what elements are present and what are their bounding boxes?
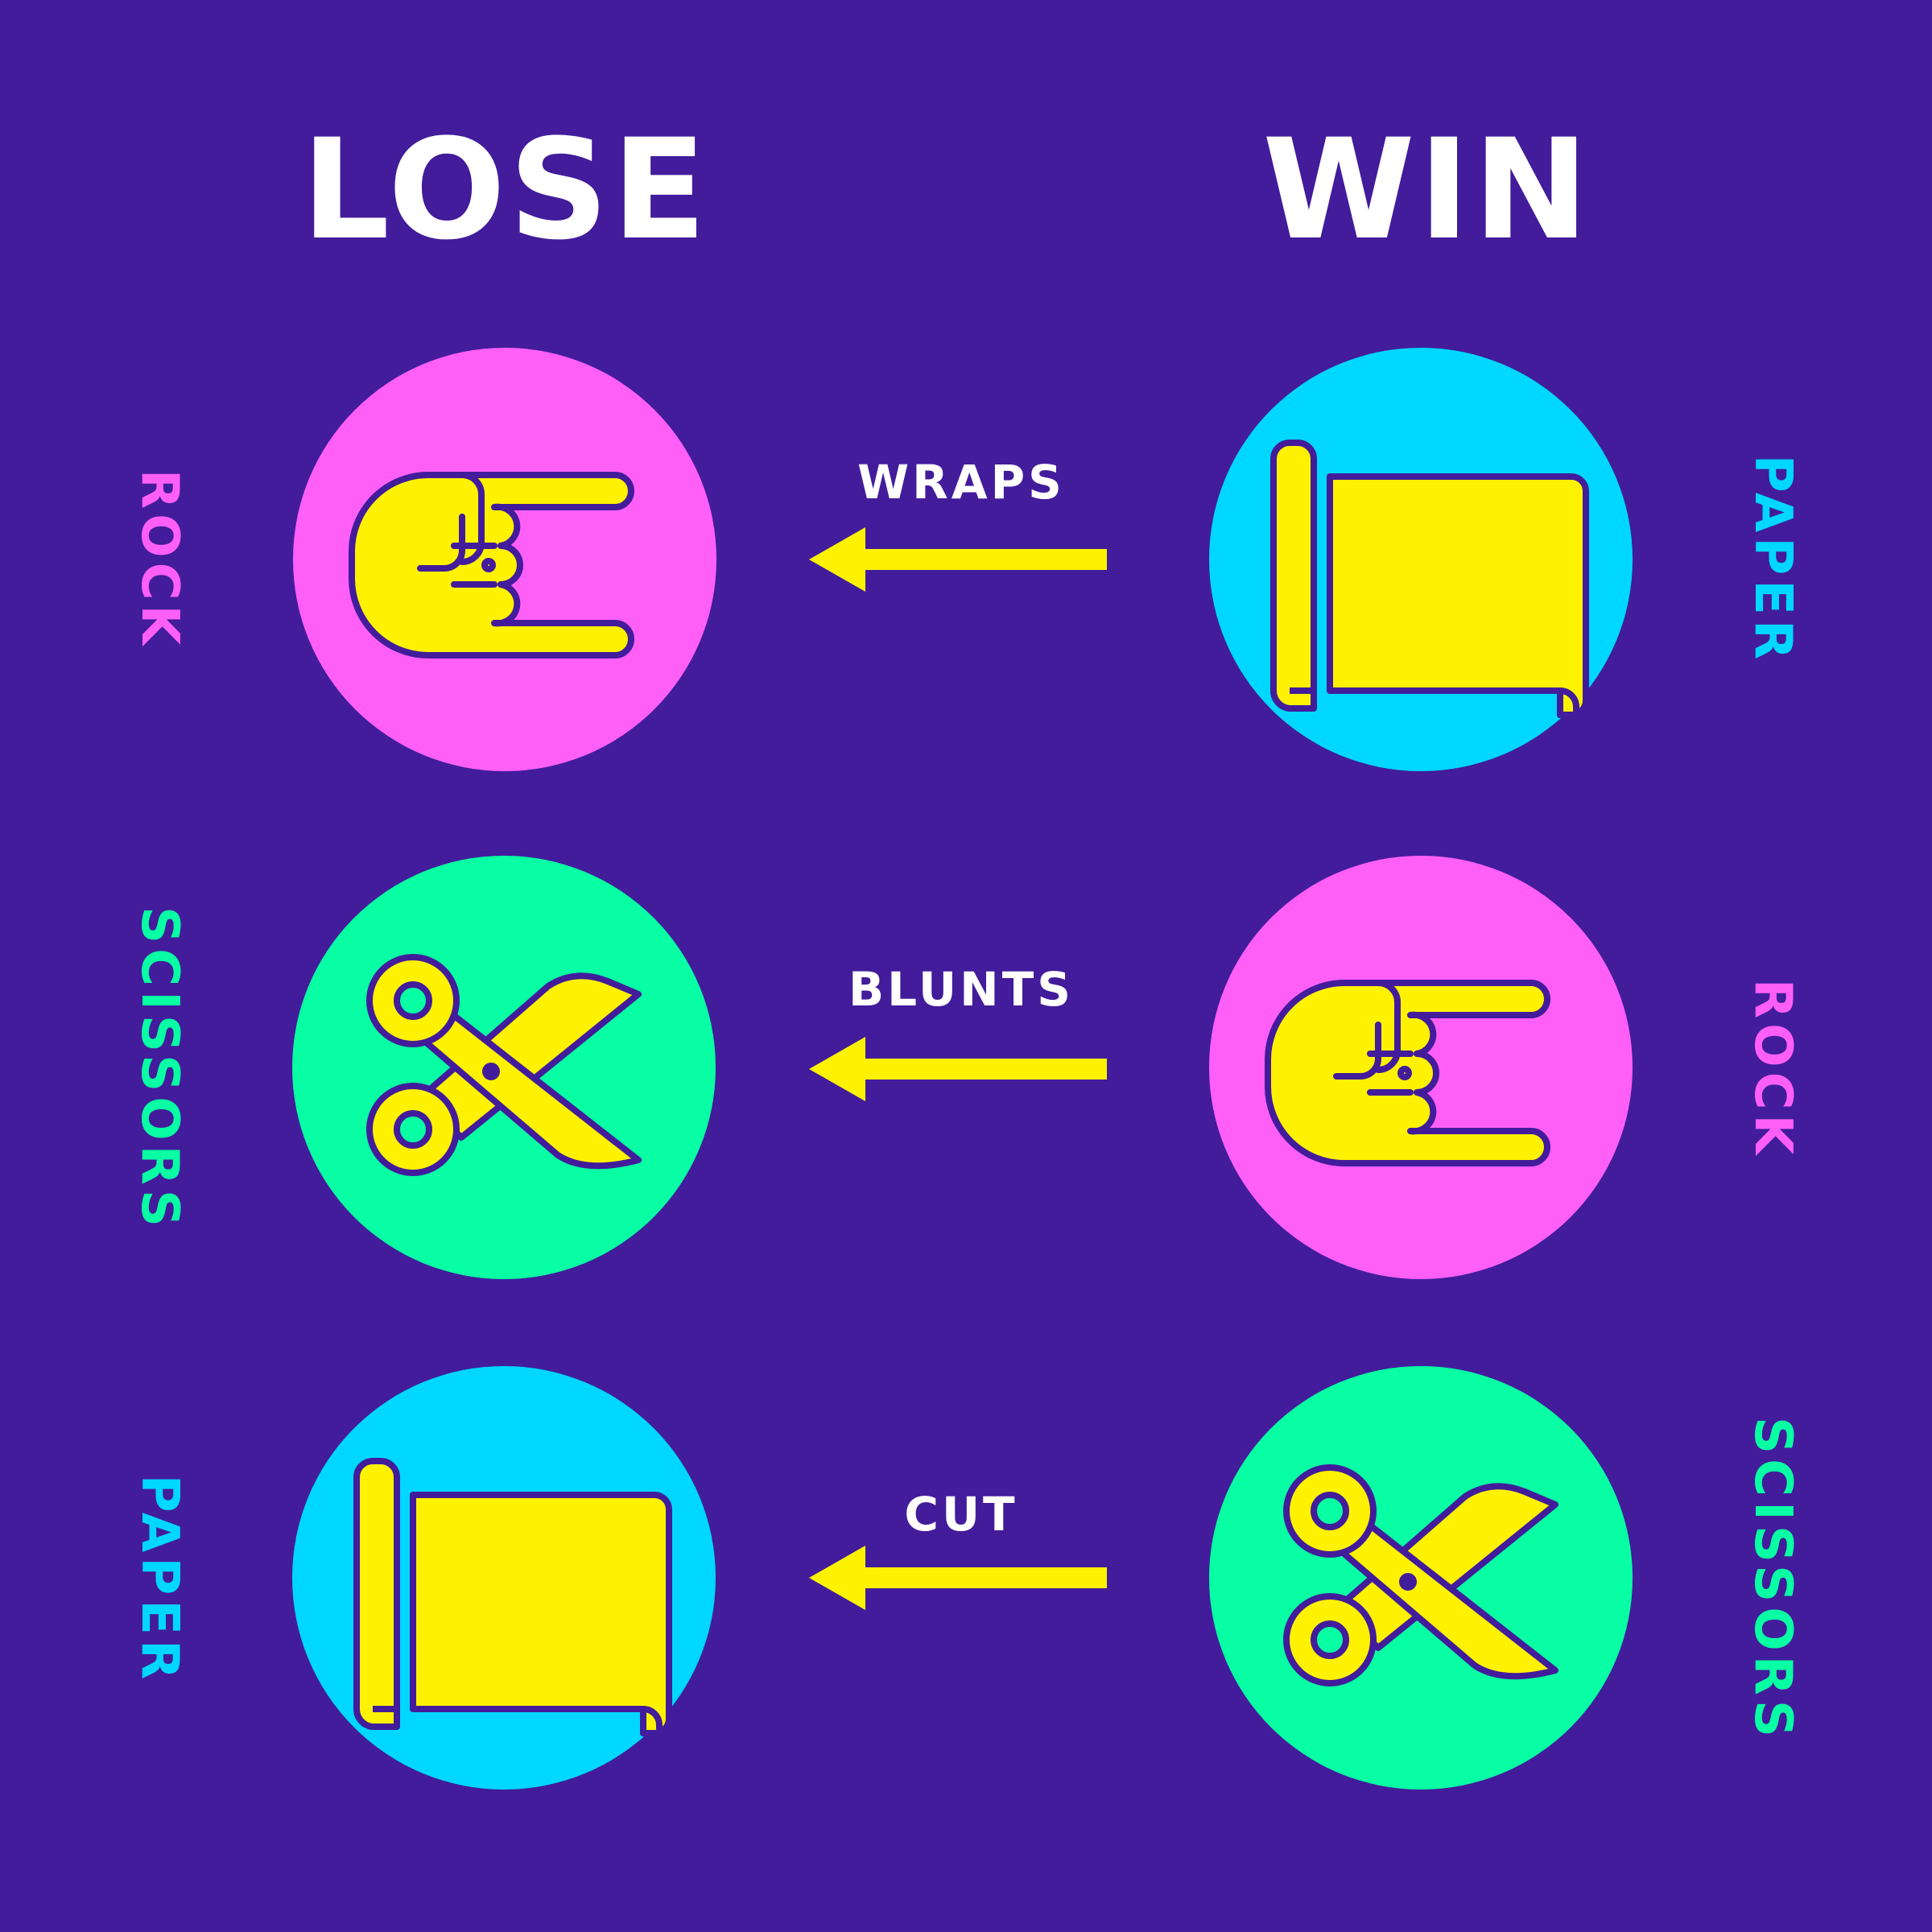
win-heading: WIN	[1262, 109, 1592, 270]
paper-scroll-icon	[1269, 440, 1589, 718]
win-label-rock: ROCK	[1743, 978, 1802, 1160]
rock-hand-icon	[349, 472, 634, 658]
arrow-left-icon	[809, 1546, 1107, 1610]
win-label-paper: PAPER	[1743, 454, 1802, 665]
lose-circle-paper	[292, 1366, 716, 1790]
win-circle-scissors	[1209, 1366, 1633, 1790]
lose-label-rock: ROCK	[130, 469, 189, 650]
lose-label-paper: PAPER	[130, 1474, 189, 1685]
verb-blunts: BLUNTS	[848, 962, 1075, 1017]
verb-wraps: WRAPS	[857, 455, 1065, 510]
win-circle-rock	[1209, 856, 1633, 1279]
lose-heading: LOSE	[301, 109, 710, 270]
verb-cut: CUT	[904, 1487, 1018, 1542]
arrow-left-icon	[809, 527, 1107, 592]
win-label-scissors: SCISSORS	[1743, 1417, 1802, 1742]
rock-hand-icon	[1265, 980, 1550, 1166]
lose-circle-rock	[293, 348, 716, 771]
scissors-icon	[366, 954, 642, 1176]
scissors-icon	[1283, 1464, 1558, 1686]
lose-label-scissors: SCISSORS	[130, 906, 189, 1232]
arrow-left-icon	[809, 1037, 1107, 1101]
win-circle-paper	[1209, 348, 1633, 771]
paper-scroll-icon	[353, 1458, 672, 1736]
lose-circle-scissors	[292, 856, 716, 1279]
